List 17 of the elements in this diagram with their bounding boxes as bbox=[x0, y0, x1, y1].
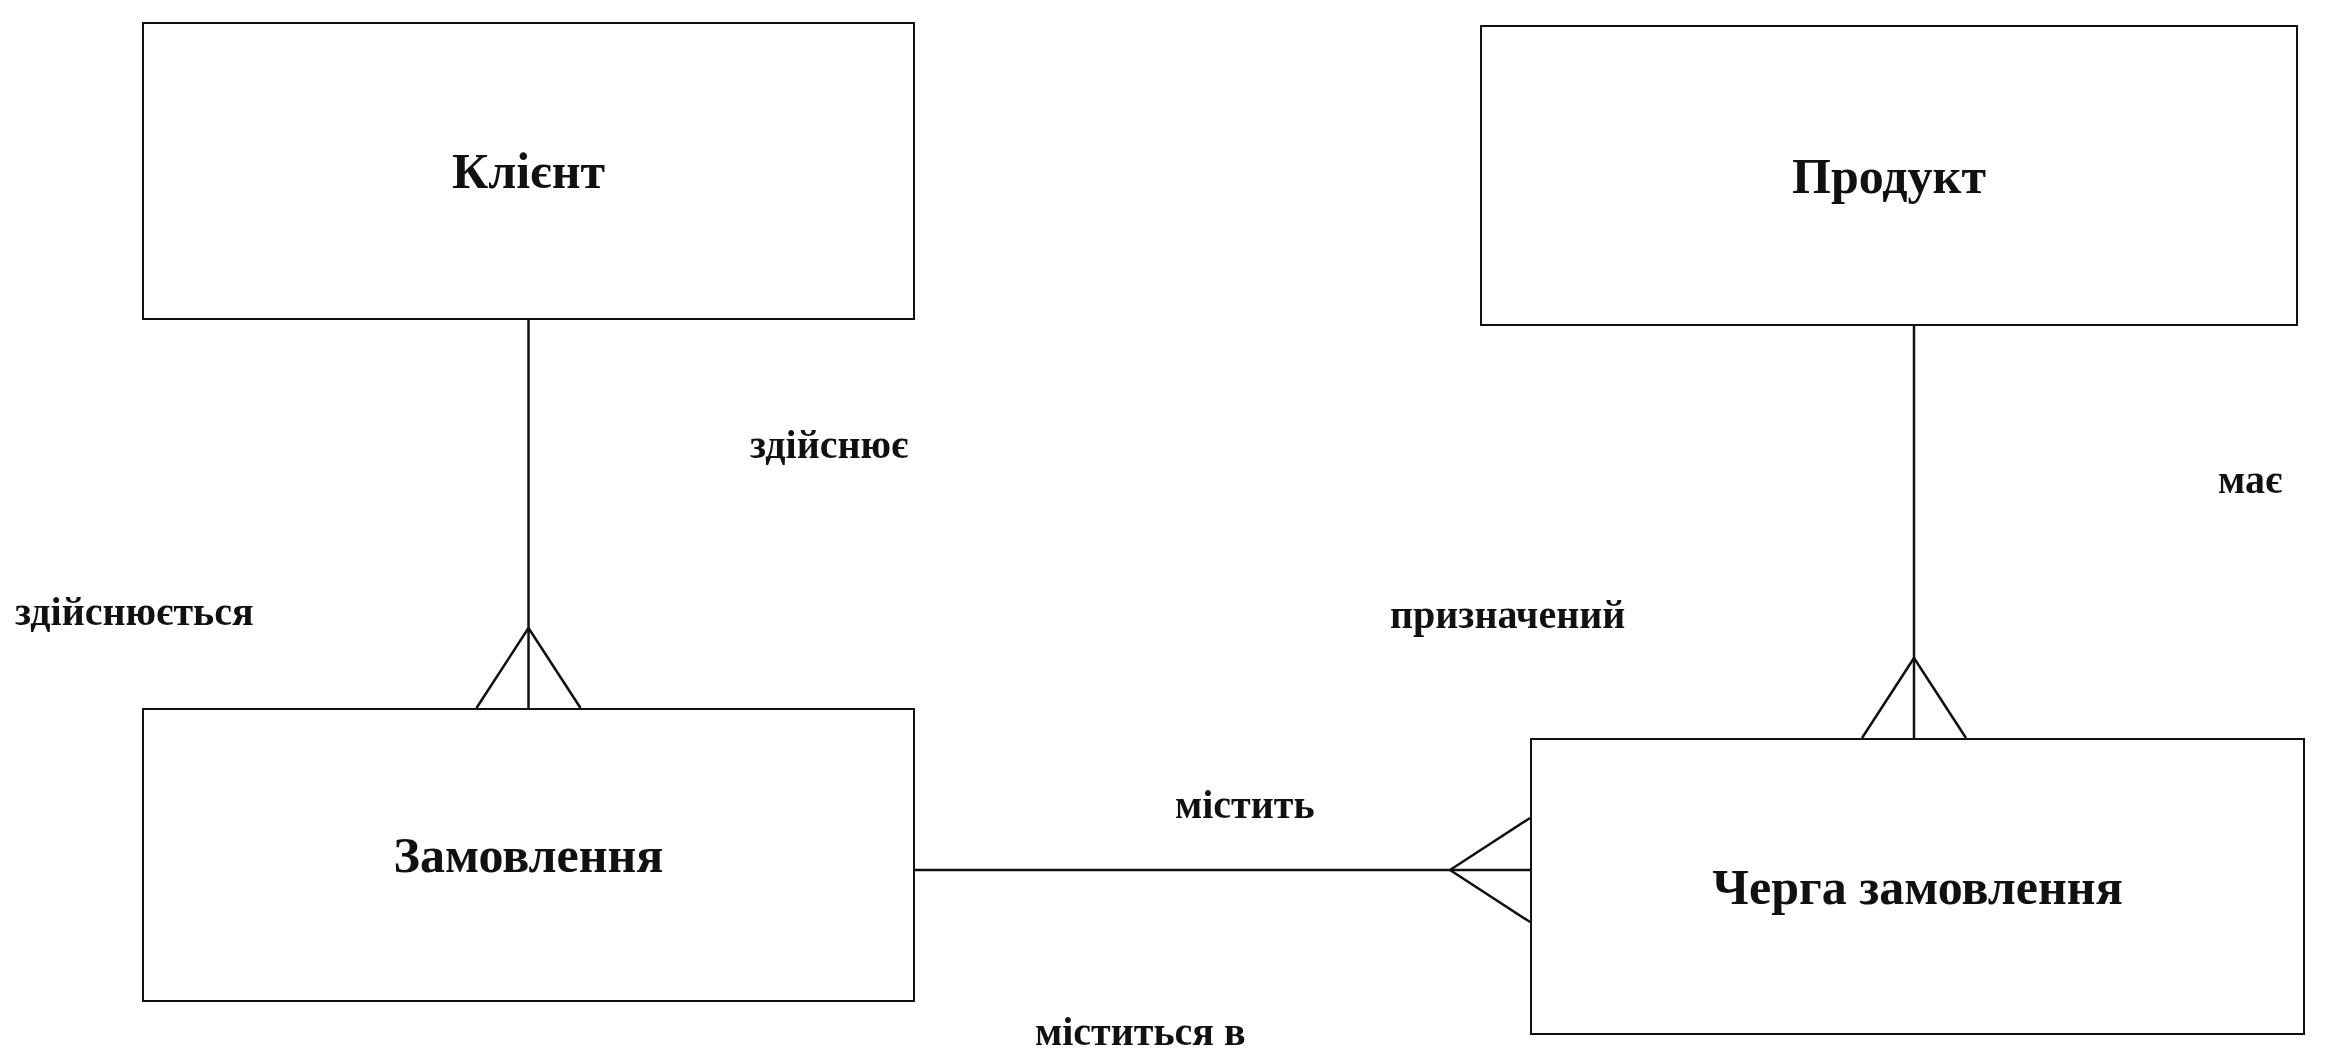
entity-box bbox=[142, 708, 915, 1002]
relationship-label: призначений bbox=[1390, 595, 1626, 635]
relationship-label: містить bbox=[1175, 785, 1315, 825]
relationship-label: здійснює bbox=[750, 425, 909, 465]
entity-name: Черга замовлення bbox=[1712, 857, 2123, 916]
relationship-line bbox=[1860, 326, 1968, 740]
relationship-line bbox=[475, 320, 582, 710]
entity-box bbox=[142, 22, 915, 320]
entity-name: Клієнт bbox=[451, 142, 606, 200]
entity-name: Продукт bbox=[1792, 146, 1986, 205]
entity-box bbox=[1480, 25, 2298, 326]
relationship-label: здійснюється bbox=[15, 592, 254, 632]
relationship-label: має bbox=[2218, 460, 2283, 500]
relationship-label: міститься в bbox=[1035, 1012, 1246, 1052]
entity-name: Замовлення bbox=[393, 826, 664, 884]
relationship-line bbox=[915, 816, 1532, 924]
entity-box bbox=[1530, 738, 2305, 1035]
